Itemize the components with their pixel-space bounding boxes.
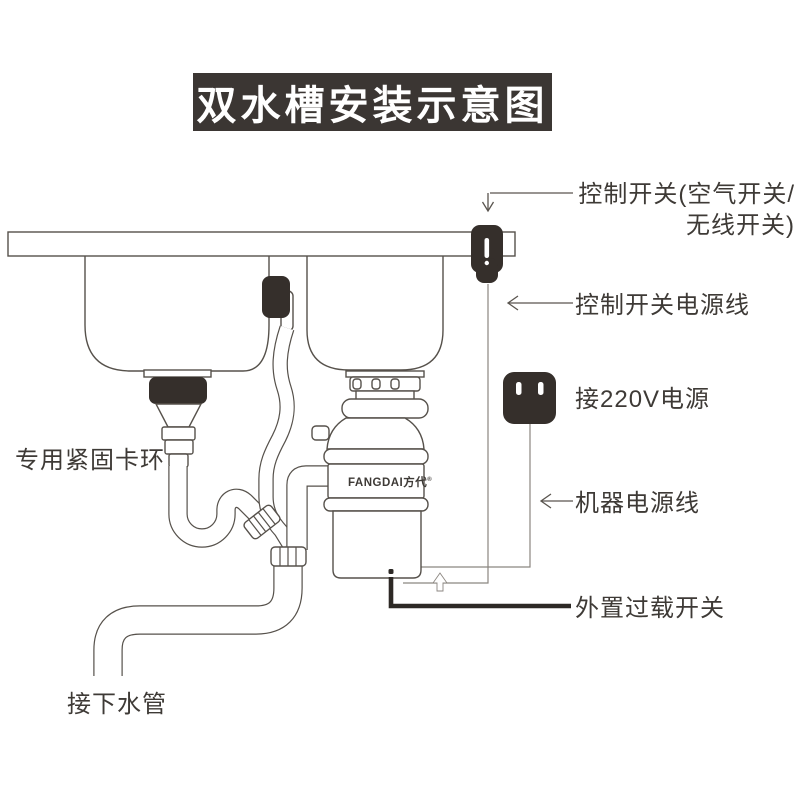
leader-control-switch [481, 192, 573, 213]
disposal-unit: FANGDAI方代® [311, 370, 432, 579]
disposal-dome [326, 417, 425, 450]
label-control-switch-line2: 无线开关) [686, 212, 795, 239]
wye-nut [243, 504, 281, 540]
label-control-switch-line1: 控制开关(空气开关/ [578, 181, 795, 208]
left-drain-flange [143, 369, 212, 378]
label-overload-switch: 外置过载开关 [575, 595, 725, 622]
under-counter-box [262, 276, 290, 318]
wall-switch-icon [471, 225, 503, 283]
upper-band [323, 448, 429, 465]
label-control-switch: 控制开关(空气开关/ 无线开关) [575, 179, 795, 241]
left-drain-gasket [149, 377, 207, 404]
machine-power-wire [417, 424, 531, 568]
up-arrow-icon [432, 572, 448, 592]
clamp-rings [161, 426, 196, 468]
label-machine-cord: 机器电源线 [575, 490, 700, 517]
disposal-brand-label: FANGDAI方代® [348, 475, 432, 489]
leader-machine-cord [539, 493, 573, 509]
inlet-knob [311, 425, 330, 441]
left-sink-bowl [84, 256, 270, 372]
overload-switch-cord [388, 569, 571, 609]
leader-control-cord [506, 295, 573, 311]
page-title: 双水槽安装示意图 [193, 73, 552, 131]
discharge-pipe [297, 476, 331, 550]
label-clamp-ring: 专用紧固卡环 [15, 447, 165, 474]
label-power-220v: 接220V电源 [575, 386, 711, 413]
brand-en: FANGDAI [348, 477, 403, 489]
control-switch-wire [403, 284, 489, 584]
label-drain-pipe: 接下水管 [67, 691, 167, 718]
lower-band [323, 497, 429, 512]
brand-cn: 方代 [403, 475, 427, 489]
main-drain-pipe [108, 564, 288, 676]
power-plug-icon [503, 372, 556, 424]
mounting-collar [349, 376, 421, 392]
registered-mark: ® [427, 476, 432, 483]
junction-nut [270, 546, 307, 567]
countertop [7, 231, 516, 257]
left-drain-funnel [154, 403, 203, 428]
right-sink-bowl [306, 256, 444, 371]
label-control-switch-cord: 控制开关电源线 [575, 292, 750, 319]
motor-housing [332, 510, 422, 579]
sink-drain-flange [345, 370, 425, 378]
mount-ring [341, 398, 429, 419]
exclamation-icon [484, 238, 490, 266]
